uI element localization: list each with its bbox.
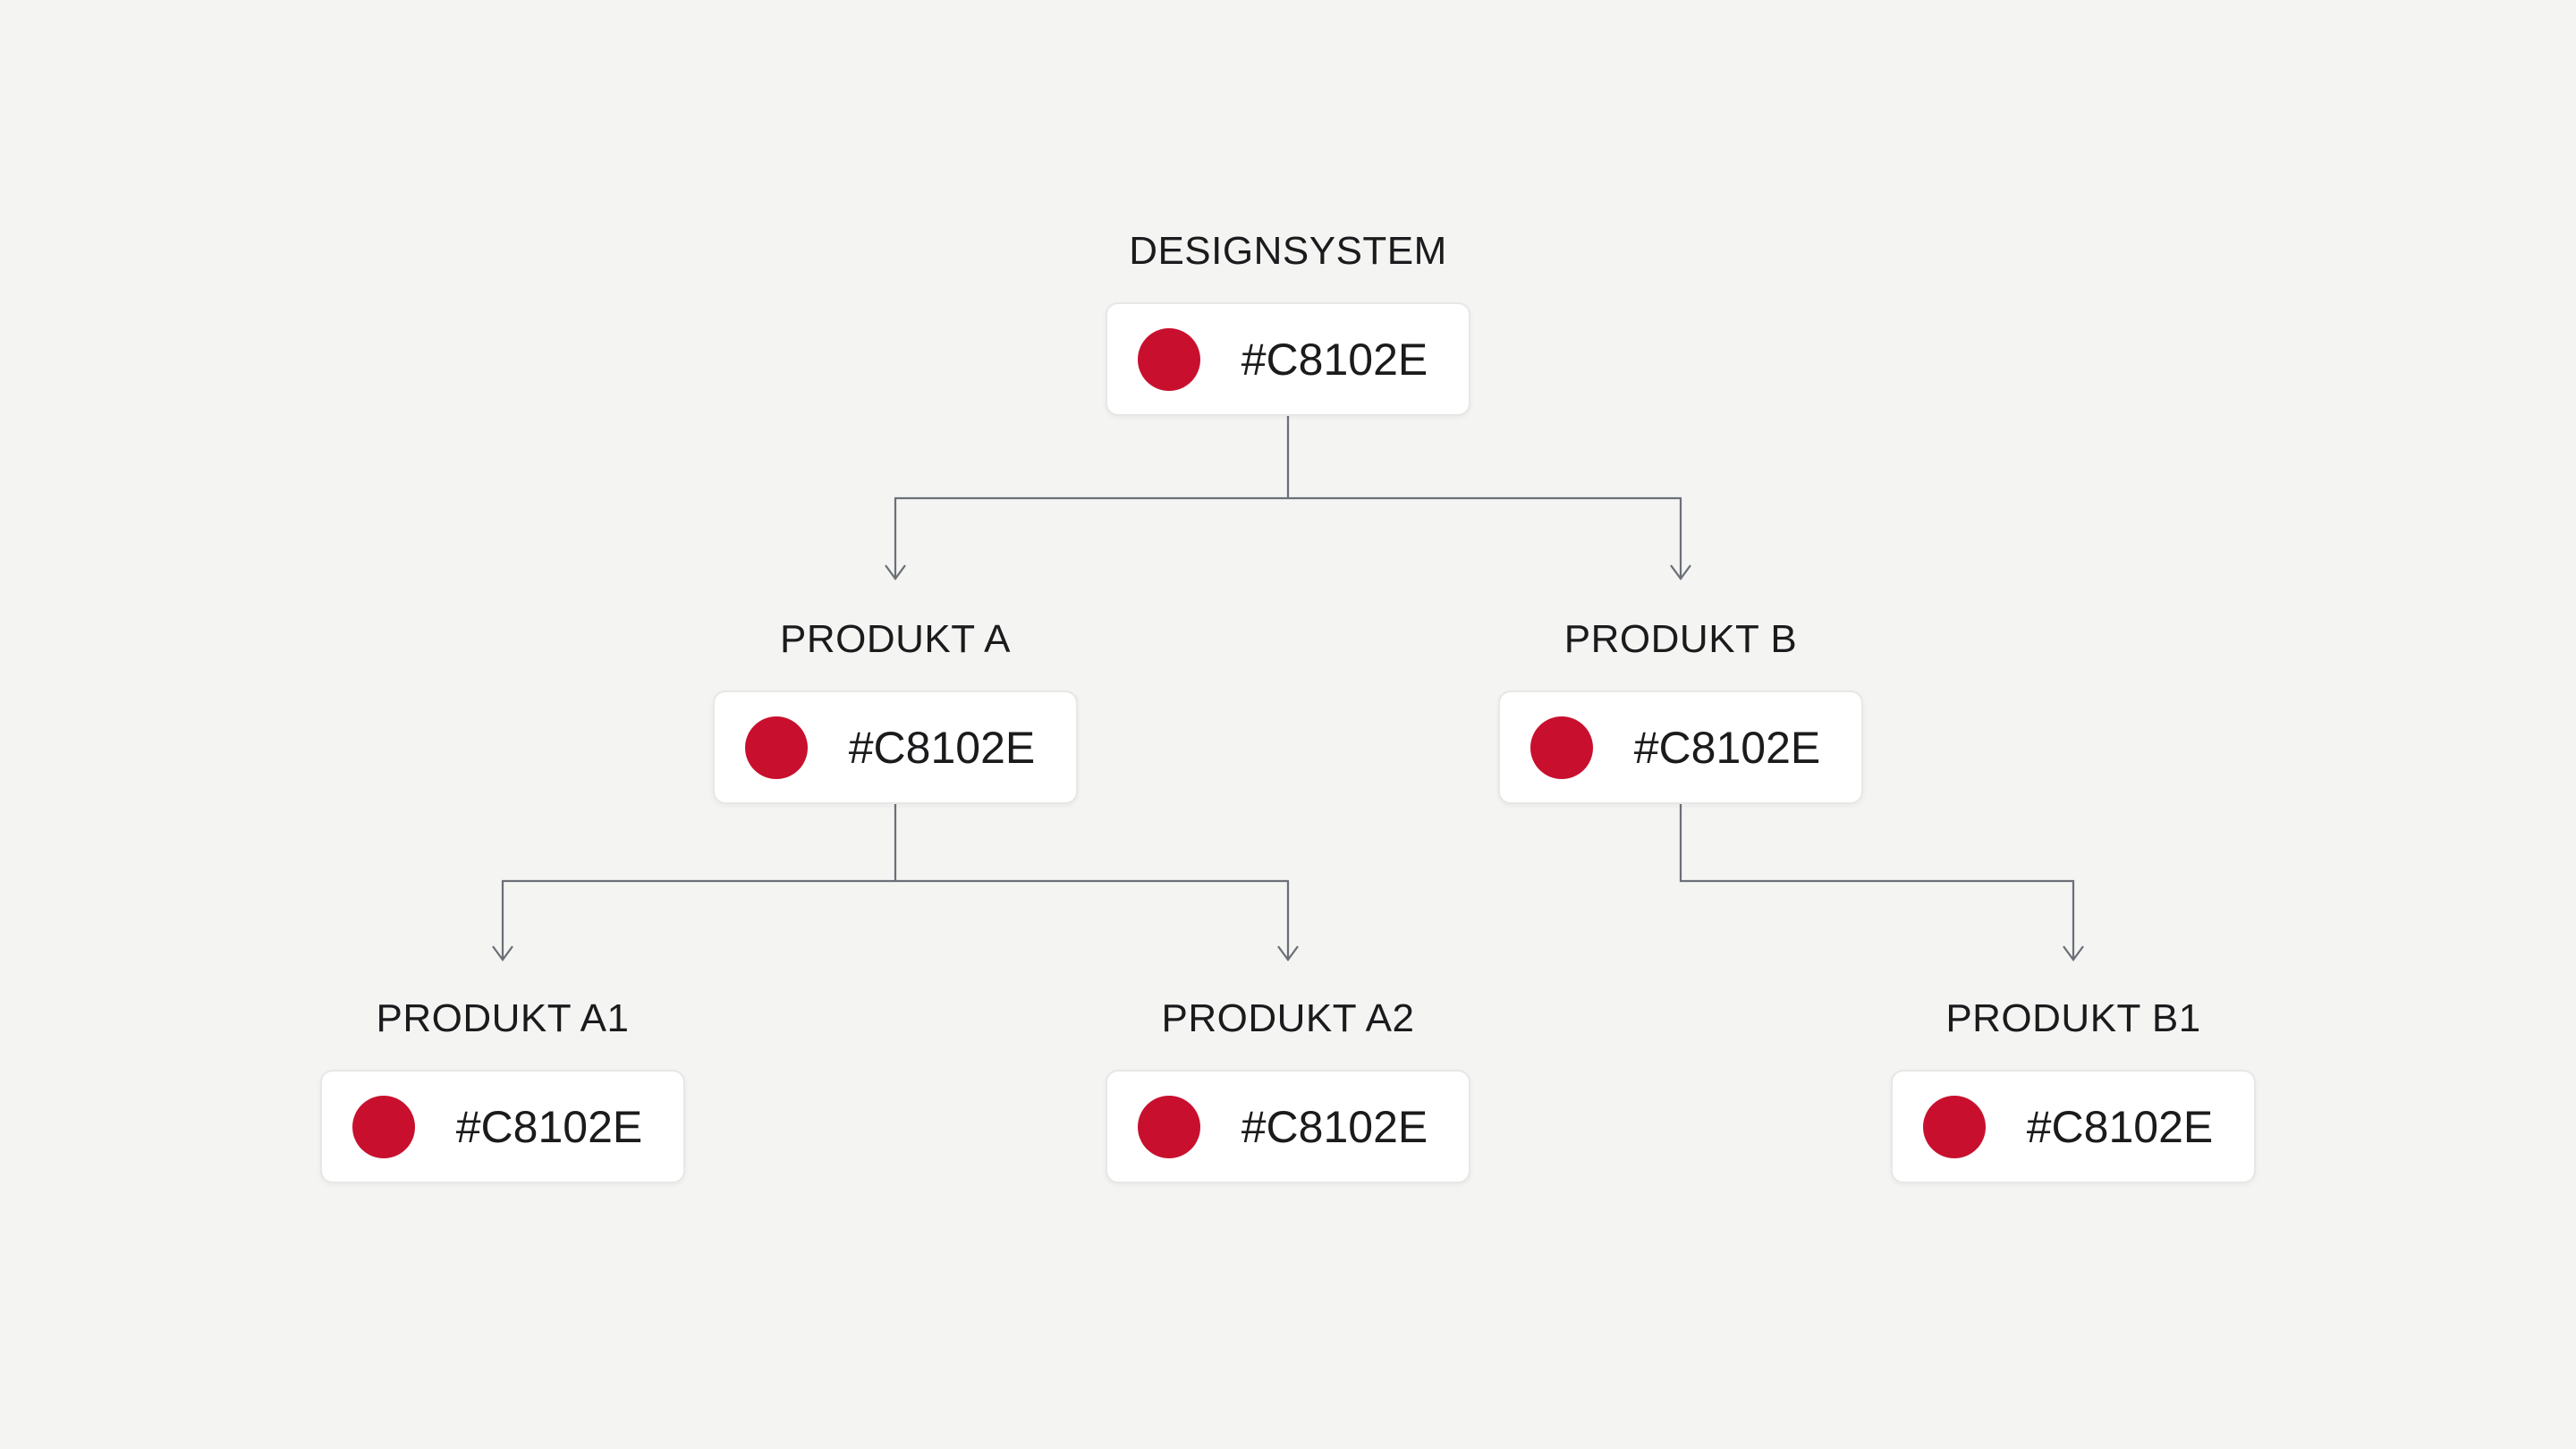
color-swatch xyxy=(1138,1095,1200,1158)
arrowhead-produkt-b xyxy=(1670,564,1691,580)
hex-value: #C8102E xyxy=(848,722,1036,773)
node-produkt-a2: PRODUKT A2 #C8102E xyxy=(1106,999,1470,1183)
hex-value: #C8102E xyxy=(455,1101,643,1152)
arrowhead-produkt-a1 xyxy=(492,945,513,962)
connector-b-elbow xyxy=(1679,804,2075,960)
color-token-card: #C8102E xyxy=(1891,1070,2256,1183)
color-token-card: #C8102E xyxy=(1106,1070,1470,1183)
color-swatch xyxy=(745,716,808,779)
node-title: DESIGNSYSTEM xyxy=(1129,229,1447,273)
node-title: PRODUKT B1 xyxy=(1945,996,2201,1040)
color-swatch xyxy=(1923,1095,1986,1158)
node-title: PRODUKT B xyxy=(1563,617,1798,661)
hex-value: #C8102E xyxy=(1633,722,1821,773)
hex-value: #C8102E xyxy=(2026,1101,2214,1152)
hex-value: #C8102E xyxy=(1241,334,1428,385)
node-designsystem: DESIGNSYSTEM #C8102E xyxy=(1106,232,1470,416)
node-produkt-b: PRODUKT B #C8102E xyxy=(1498,620,1863,804)
color-token-card: #C8102E xyxy=(1106,302,1470,416)
hex-value: #C8102E xyxy=(1241,1101,1428,1152)
node-title: PRODUKT A xyxy=(780,617,1011,661)
arrowhead-produkt-a2 xyxy=(1277,945,1299,962)
color-swatch xyxy=(1138,327,1200,391)
node-produkt-b1: PRODUKT B1 #C8102E xyxy=(1891,999,2256,1183)
node-produkt-a: PRODUKT A #C8102E xyxy=(713,620,1078,804)
color-token-card: #C8102E xyxy=(1498,691,1863,804)
node-title: PRODUKT A1 xyxy=(376,996,630,1040)
node-produkt-a1: PRODUKT A1 #C8102E xyxy=(320,999,685,1183)
color-swatch xyxy=(352,1095,415,1158)
arrowhead-produkt-a xyxy=(885,564,906,580)
color-token-card: #C8102E xyxy=(713,691,1078,804)
arrowhead-produkt-b1 xyxy=(2063,945,2084,962)
node-title: PRODUKT A2 xyxy=(1161,996,1415,1040)
color-swatch xyxy=(1530,716,1593,779)
color-token-card: #C8102E xyxy=(320,1070,685,1183)
